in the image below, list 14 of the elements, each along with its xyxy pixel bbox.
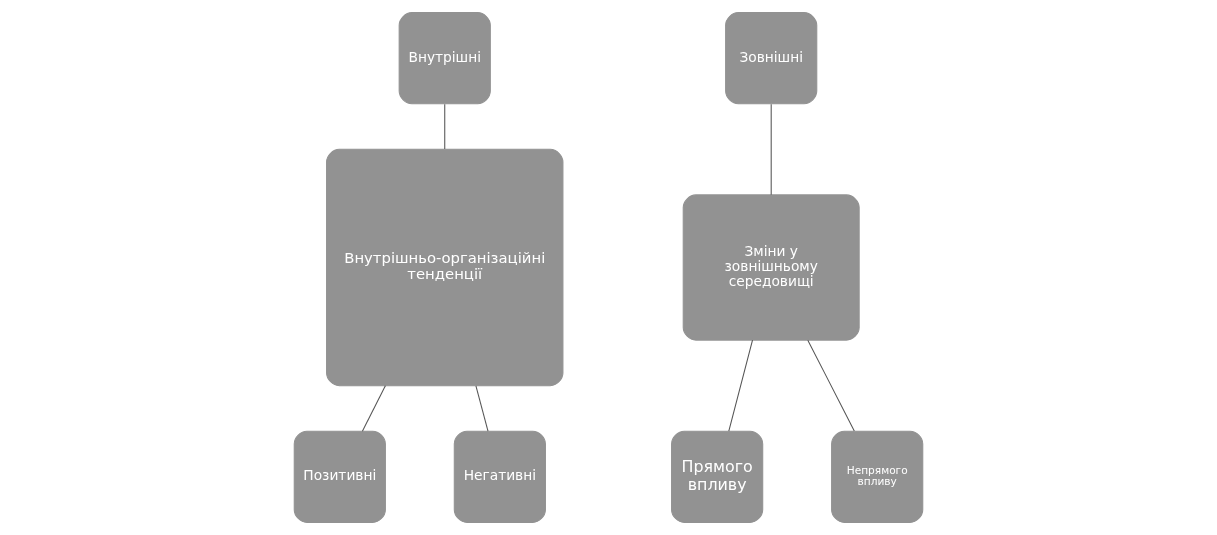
connector: [475, 385, 489, 432]
connector: [728, 339, 754, 432]
connector: [361, 385, 386, 432]
connector: [444, 103, 446, 150]
connector: [770, 103, 772, 196]
node-box: Внутрішні: [398, 12, 491, 105]
node-box: Внутрішньо-організаційні тенденції: [326, 148, 564, 387]
node-box: Зміни у зовнішньому середовищі: [682, 194, 860, 341]
node-box: Позитивні: [293, 430, 386, 523]
node-box: Негативні: [453, 430, 546, 523]
node-box: Зовнішні: [725, 12, 818, 105]
node-box: Прямого впливу: [671, 430, 764, 523]
connector: [807, 339, 855, 432]
node-box: Непрямого впливу: [831, 430, 924, 523]
